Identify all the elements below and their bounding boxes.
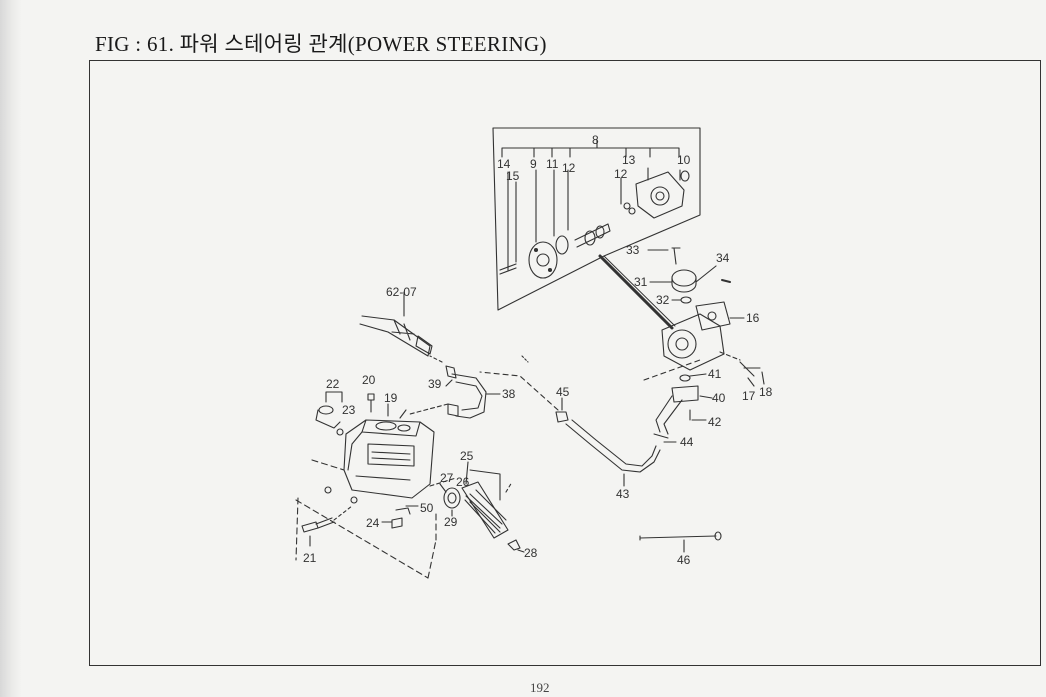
callout-27: 27 bbox=[440, 471, 454, 485]
nut-small bbox=[350, 496, 358, 504]
oring bbox=[555, 235, 569, 255]
hose-38 bbox=[451, 373, 487, 419]
callout-10: 10 bbox=[677, 153, 691, 167]
cap-23 bbox=[315, 405, 344, 436]
callout-23: 23 bbox=[342, 403, 356, 417]
elbow-pipe-40 bbox=[655, 374, 699, 435]
callout-34: 34 bbox=[716, 251, 730, 265]
fitting-34 bbox=[721, 279, 731, 283]
callout-42: 42 bbox=[708, 415, 722, 429]
pump-rotor bbox=[528, 241, 558, 279]
washer-32 bbox=[680, 296, 692, 304]
filter-26 bbox=[461, 481, 509, 539]
callout-46: 46 bbox=[677, 553, 691, 567]
callout-33: 33 bbox=[626, 243, 640, 257]
callout-50: 50 bbox=[420, 501, 434, 515]
callout-32: 32 bbox=[656, 293, 670, 307]
inset-box bbox=[492, 127, 701, 311]
callout-11: 11 bbox=[546, 157, 559, 171]
callout-38: 38 bbox=[502, 387, 516, 401]
fitting-39b bbox=[447, 403, 459, 417]
clip-24 bbox=[391, 517, 403, 529]
dipstick-46 bbox=[639, 531, 722, 553]
pump-housing-upper bbox=[635, 171, 685, 219]
clamp-45 bbox=[555, 411, 569, 423]
bolt-28 bbox=[507, 539, 521, 551]
fitting-39a bbox=[445, 365, 457, 379]
oil-tank-19 bbox=[343, 419, 435, 499]
page-number: 192 bbox=[530, 680, 550, 695]
callout-17: 17 bbox=[742, 389, 756, 403]
bolt-33 bbox=[671, 247, 681, 265]
callout-9: 9 bbox=[530, 157, 537, 171]
callout-18: 18 bbox=[759, 385, 773, 399]
callout-31: 31 bbox=[634, 275, 648, 289]
callout-8: 8 bbox=[592, 133, 599, 147]
callout-25: 25 bbox=[460, 449, 474, 463]
clip-27 bbox=[439, 483, 447, 493]
callout-22: 22 bbox=[326, 377, 340, 391]
callout-12b: 12 bbox=[614, 167, 628, 181]
callout-26: 26 bbox=[456, 475, 470, 489]
callout-29: 29 bbox=[444, 515, 458, 529]
ring-29 bbox=[443, 487, 461, 509]
bolt-20 bbox=[367, 393, 375, 413]
figure-title: FIG : 61. 파워 스테어링 관계(POWER STEERING) bbox=[95, 32, 547, 56]
callout-43: 43 bbox=[616, 487, 630, 501]
callout-28: 28 bbox=[524, 546, 538, 560]
callout-19: 19 bbox=[384, 391, 398, 405]
callout-45: 45 bbox=[556, 385, 570, 399]
callout-12a: 12 bbox=[562, 161, 576, 175]
pressure-switch-62-07 bbox=[359, 315, 433, 357]
callout-16: 16 bbox=[746, 311, 760, 325]
callout-44: 44 bbox=[680, 435, 694, 449]
callout-21: 21 bbox=[303, 551, 317, 565]
diagram-frame bbox=[89, 60, 1041, 666]
callout-13: 13 bbox=[622, 153, 636, 167]
bolt-21 bbox=[301, 517, 335, 533]
callout-20: 20 bbox=[362, 373, 376, 387]
callout-14: 14 bbox=[497, 157, 511, 171]
callout-40: 40 bbox=[712, 391, 726, 405]
clamp-44 bbox=[653, 433, 677, 443]
callout-24: 24 bbox=[366, 516, 380, 530]
hose-43 bbox=[565, 423, 661, 473]
pump-cover-31 bbox=[671, 269, 697, 293]
callout-41: 41 bbox=[708, 367, 722, 381]
nut-small-2 bbox=[324, 486, 332, 494]
frame-body bbox=[295, 459, 437, 579]
callout-15: 15 bbox=[506, 169, 520, 183]
callout-62-07: 62-07 bbox=[386, 285, 417, 299]
power-steering-pump bbox=[661, 301, 731, 371]
bolt-15 bbox=[499, 263, 517, 275]
scan-edge bbox=[0, 0, 22, 697]
callout-39: 39 bbox=[428, 377, 442, 391]
washer-50 bbox=[395, 507, 411, 515]
